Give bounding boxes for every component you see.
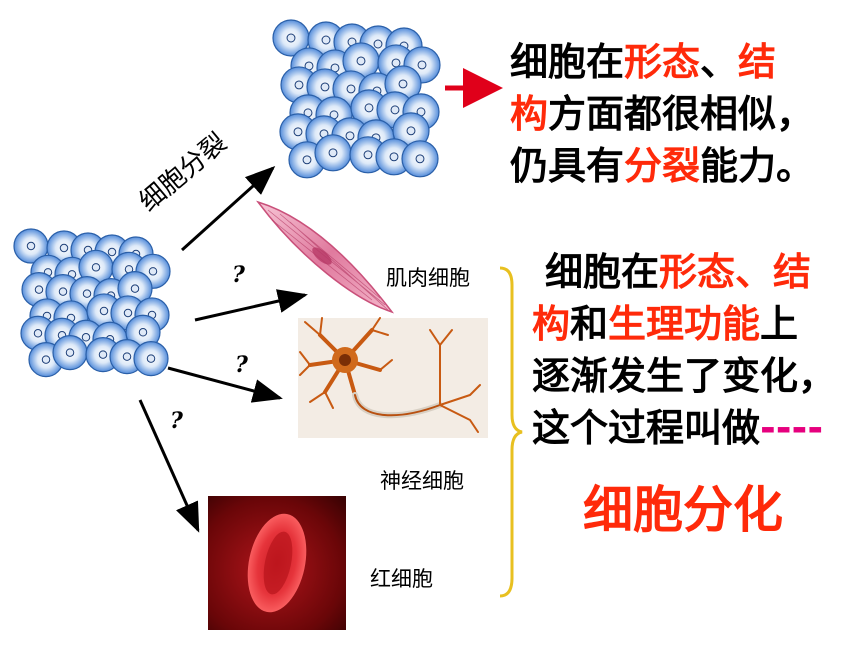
cell-nucleus [345,131,355,141]
cell-nucleus [26,241,36,251]
red-cell-label: 红细胞 [370,567,433,591]
cell-nucleus [356,56,366,66]
cell-nucleus [82,289,92,298]
question-mark: ? [170,408,183,434]
text-span: 这个过程叫做 [532,406,761,450]
cell-nucleus [328,148,338,158]
cell-nucleus [33,329,43,338]
text-span: 仍具有 [510,144,625,188]
cell-nucleus [286,33,296,43]
cell-nucleus [320,82,330,92]
arrow-to-red-cell [138,399,200,533]
cell-nucleus [406,126,416,136]
top-text-line-2: 构方面都很相似， [510,90,814,138]
arrow-to-nerve [167,366,283,403]
highlight-span: 构 [532,302,571,346]
cell-nucleus [99,306,109,316]
text-span: 能力。 [700,144,815,188]
arrow-to-muscle [194,289,308,322]
bottom-text-line-3: 逐渐发生了变化， [532,354,837,398]
cell-nucleus [363,150,373,160]
cell-nucleus [146,354,156,363]
text-span: 细胞在 [510,40,625,84]
question-mark: ? [232,262,245,288]
dash-span: ---- [760,406,824,450]
cell-nucleus [391,58,401,68]
cell-nucleus [321,35,331,45]
highlight-span: 构 [510,92,549,136]
text-span: 方面都很相似， [548,92,815,136]
text-span: 和 [570,302,609,346]
red-blood-cell-icon [208,496,346,630]
cell-nucleus [59,243,69,253]
cell-nucleus [364,103,374,113]
cell-nucleus [148,267,158,276]
cell-nucleus [294,80,304,90]
cell-nucleus [138,328,148,337]
cell-cluster-icon [272,19,441,179]
text-span: 上 [760,302,799,346]
cell-nucleus [58,287,68,296]
bottom-text-line-2: 构和生理功能上 [532,300,798,348]
highlight-span: 形态 [624,40,701,84]
cell-nucleus [107,247,117,257]
cell-nucleus [122,352,132,361]
cell-nucleus [293,127,303,137]
muscle-cell-icon [256,200,395,314]
cell-nucleus [91,263,101,272]
division-arrow [180,165,276,252]
cell-nucleus [123,308,133,318]
question-mark: ? [235,352,248,378]
cell-nucleus [346,84,356,94]
cell-cluster-icon [13,228,171,378]
highlight-span: 结 [738,40,777,84]
cell-nucleus [81,333,91,342]
top-text-line-3: 仍具有分裂能力。 [510,142,814,190]
cell-nucleus [34,285,44,294]
bottom-text-line-4: 这个过程叫做---- [532,404,823,452]
cell-nucleus [389,152,399,162]
nerve-cell-icon [298,317,488,438]
brace [499,266,523,598]
cell-nucleus [390,105,400,115]
highlight-span: 分裂 [624,144,701,188]
cell-nucleus [302,155,312,165]
text-span: 细胞在 [545,250,660,294]
cell-nucleus [65,348,75,357]
muscle-cell-label: 肌肉细胞 [386,266,470,290]
cell-nucleus [98,350,108,359]
cell-nucleus [130,284,140,293]
highlight-span: 生理功能 [608,302,761,346]
cell-nucleus [41,355,51,364]
text-span: 、 [700,40,739,84]
cell-nucleus [373,39,383,49]
cell-nucleus [417,60,427,70]
highlight-span: 形态、结 [659,250,812,294]
nerve-cell-label: 神经细胞 [380,469,464,493]
bottom-text-line-1: 细胞在形态、结 [545,248,811,296]
cell-nucleus [415,154,425,164]
cell-differentiation-title: 细胞分化 [583,481,783,539]
top-text-line-1: 细胞在形态、结 [510,38,776,86]
cell-nucleus [398,79,408,89]
